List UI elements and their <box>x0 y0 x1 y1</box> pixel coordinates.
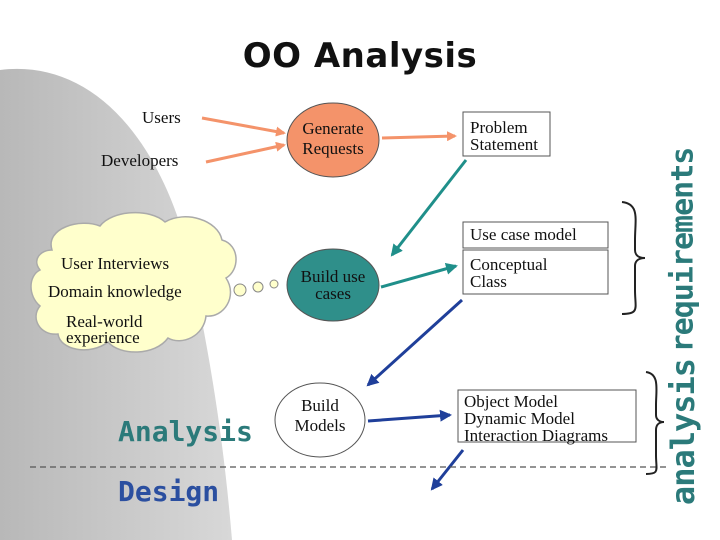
object-model-box <box>457 389 637 443</box>
requirements-source-cloud <box>30 211 279 353</box>
problem-statement-line1: Problem <box>470 118 528 137</box>
generate-requests-line2: Requests <box>302 139 364 158</box>
generate-requests-line1: Generate <box>302 119 364 138</box>
arrow-generate-to-problem <box>381 131 457 142</box>
page-title: OO Analysis <box>242 36 478 76</box>
arrow-developers-to-generate <box>205 141 286 164</box>
cloud-line-user-interviews: User Interviews <box>61 254 170 273</box>
build-models-label: Build Models <box>275 396 365 436</box>
conceptual-class-line2: Class <box>470 272 507 291</box>
arrow-buildusecases-to-conceptual <box>380 262 458 289</box>
cloud-line-experience: experience <box>66 328 140 347</box>
build-use-cases-label: Build use cases <box>287 268 379 302</box>
problem-statement-box <box>462 111 551 157</box>
source-developers: Developers <box>101 151 179 170</box>
requirements-brace <box>621 201 646 315</box>
build-use-cases-line1: Build use <box>300 267 366 286</box>
conceptual-class-label: Conceptual Class <box>470 256 547 290</box>
use-case-model-label: Use case model <box>470 225 577 244</box>
problem-statement-line2: Statement <box>470 135 538 154</box>
build-models-node <box>274 382 366 458</box>
generate-requests-label: Generate Requests <box>287 119 379 159</box>
conceptual-class-line1: Conceptual <box>470 255 548 274</box>
build-models-line1: Build <box>301 396 339 415</box>
source-users: Users <box>142 108 181 127</box>
arrow-objectmodel-to-design <box>430 449 465 491</box>
problem-statement-label: Problem Statement <box>470 119 538 153</box>
generate-requests-node <box>286 102 380 178</box>
arrow-problem-to-usecase <box>390 159 468 257</box>
object-model-label: Object Model Dynamic Model Interaction D… <box>464 393 608 444</box>
arrow-conceptual-to-buildmodels <box>366 298 464 387</box>
arrow-users-to-generate <box>201 116 286 137</box>
analysis-brace <box>645 371 665 475</box>
object-model-line2: Dynamic Model <box>464 409 575 428</box>
use-case-model-box <box>462 221 609 249</box>
build-use-cases-line2: cases <box>315 284 351 303</box>
build-models-line2: Models <box>294 416 346 435</box>
build-use-cases-node <box>286 248 380 322</box>
requirements-side-label: requirements <box>665 147 701 353</box>
conceptual-class-box <box>462 249 609 295</box>
object-model-line3: Interaction Diagrams <box>464 426 608 445</box>
cloud-line-domain-knowledge: Domain knowledge <box>48 282 182 301</box>
phase-label-design: Design <box>118 475 220 508</box>
object-model-line1: Object Model <box>464 392 558 411</box>
analysis-side-label: analysis <box>664 358 702 506</box>
arrow-buildmodels-to-objectmodel <box>367 409 452 423</box>
cloud-line-real-world: Real-world <box>66 312 143 331</box>
phase-label-analysis: Analysis <box>118 415 253 448</box>
